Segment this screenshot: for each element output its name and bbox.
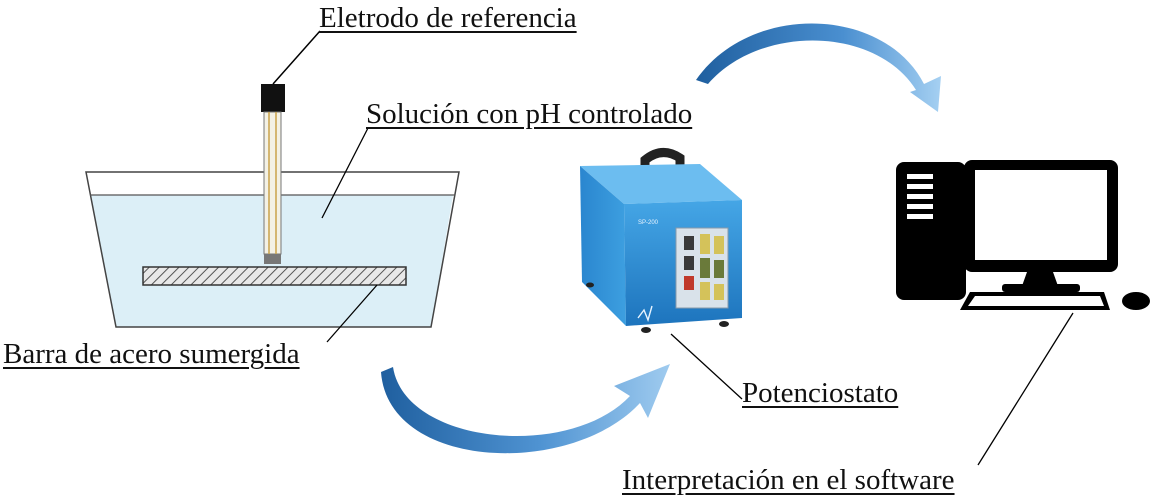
label-software: Interpretación en el software: [622, 464, 955, 496]
electrode-icon: [261, 84, 285, 264]
steel-bar-icon: [142, 266, 407, 286]
label-steel-bar: Barra de acero sumergida: [3, 338, 300, 370]
leader-line-electrode: [272, 30, 321, 85]
tank-outline: [85, 171, 460, 328]
label-reference-electrode: Eletrodo de referencia: [319, 2, 577, 34]
label-solution: Solución con pH controlado: [366, 98, 693, 130]
leader-line-software: [977, 312, 1074, 466]
leader-line-bar: [326, 284, 378, 343]
leader-line-solution: [321, 127, 369, 219]
desktop-computer-icon: [896, 160, 1150, 310]
leader-line-potentiostat: [670, 333, 743, 400]
svg-text:SP-200: SP-200: [638, 220, 659, 226]
curved-arrow-icon: [381, 23, 941, 454]
potentiostat-device-icon: SP-200: [580, 148, 742, 333]
flow-arrow-potentiostat-to-computer: [696, 23, 941, 112]
flow-arrow-tank-to-potentiostat: [381, 364, 670, 454]
label-potentiostat: Potenciostato: [742, 377, 899, 409]
